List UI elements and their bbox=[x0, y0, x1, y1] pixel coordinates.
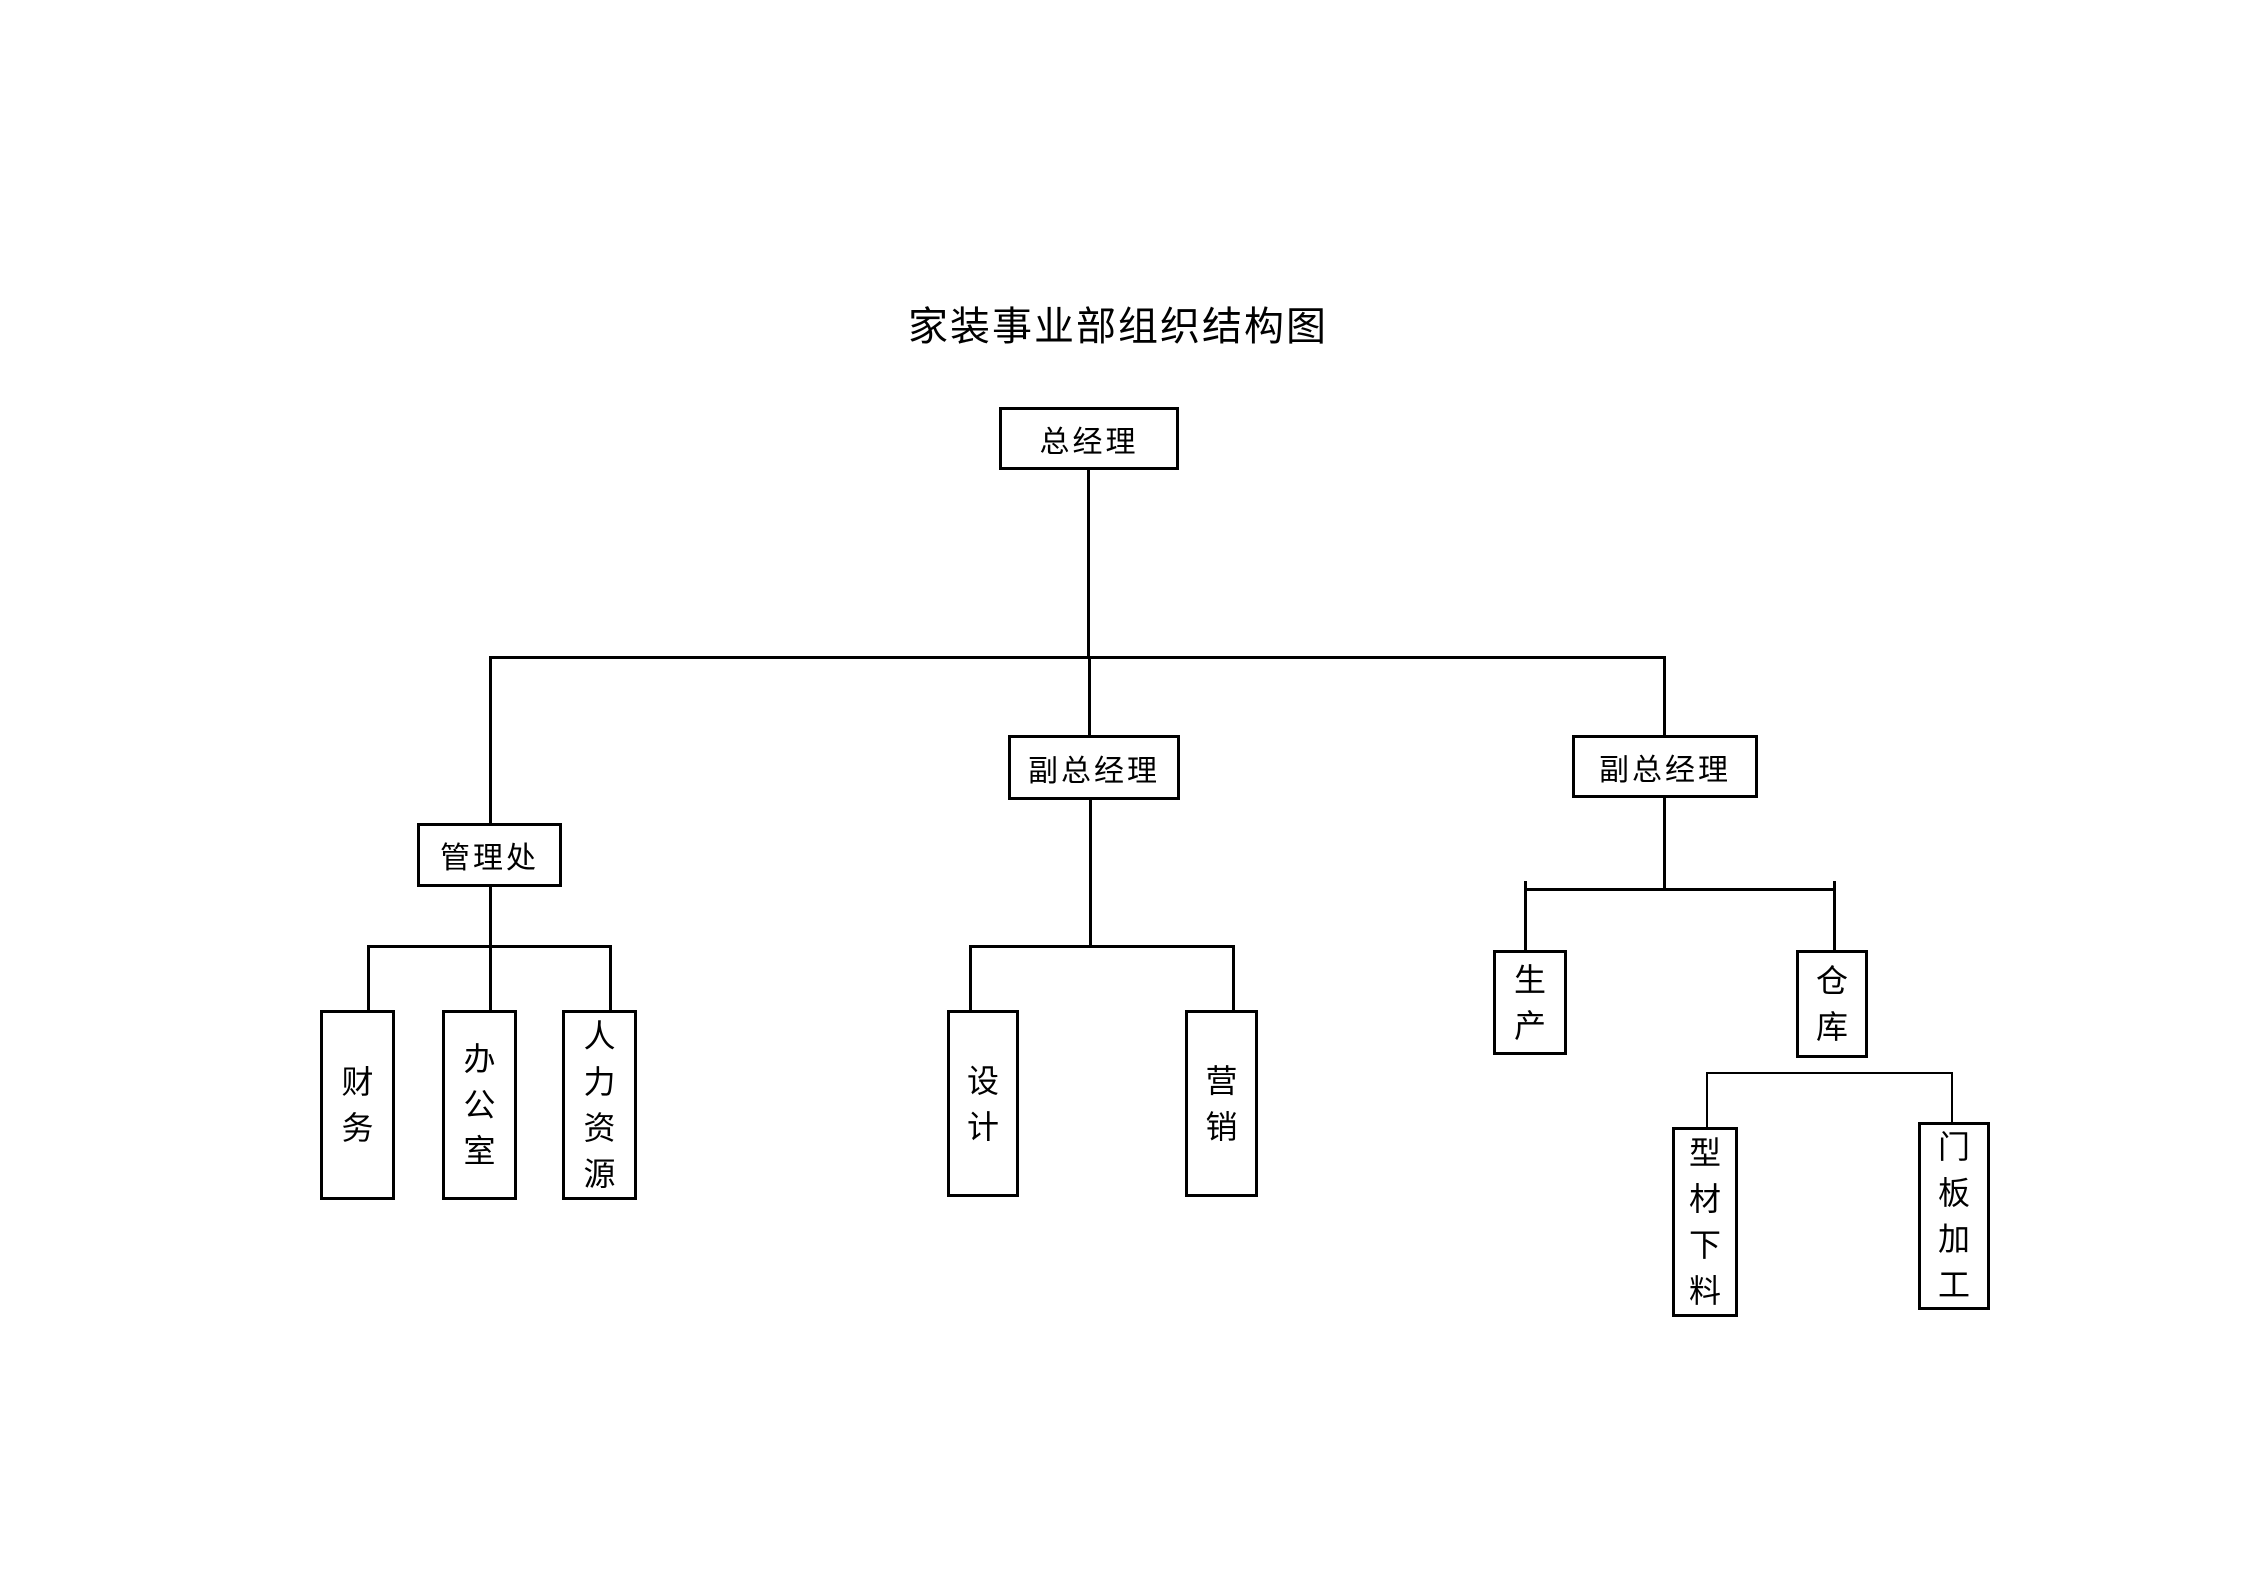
node-door-panel-processing-label: 门板加工 bbox=[1937, 1129, 1970, 1303]
line-vgm2-down bbox=[1663, 798, 1666, 889]
line-center-bar bbox=[969, 945, 1235, 948]
node-design-label: 设计 bbox=[966, 1062, 999, 1145]
node-production: 生产 bbox=[1493, 950, 1567, 1055]
node-deputy-general-manager-2-label: 副总经理 bbox=[1599, 753, 1731, 787]
line-drop-warehouse bbox=[1833, 881, 1836, 950]
line-drop-hr bbox=[609, 945, 612, 1010]
line-main-bar bbox=[489, 656, 1666, 659]
node-human-resources: 人力资源 bbox=[562, 1010, 637, 1200]
line-drop-door-panel bbox=[1951, 1072, 1953, 1122]
node-general-manager: 总经理 bbox=[999, 407, 1179, 470]
line-mgmt-down bbox=[489, 887, 492, 947]
line-drop-finance bbox=[367, 945, 370, 1010]
node-profile-cutting: 型材下料 bbox=[1672, 1127, 1738, 1317]
node-finance-label: 财务 bbox=[341, 1064, 374, 1146]
node-door-panel-processing: 门板加工 bbox=[1918, 1122, 1990, 1310]
node-general-manager-label: 总经理 bbox=[1039, 425, 1139, 459]
line-warehouse-bar bbox=[1706, 1072, 1953, 1074]
node-production-label: 生产 bbox=[1513, 961, 1546, 1044]
line-vgm1-down bbox=[1089, 800, 1092, 947]
line-drop-production bbox=[1524, 881, 1527, 950]
node-finance: 财务 bbox=[320, 1010, 395, 1200]
line-drop-marketing bbox=[1232, 945, 1235, 1010]
line-right-bar bbox=[1524, 888, 1836, 891]
node-management-office-label: 管理处 bbox=[440, 842, 539, 875]
line-drop-mgmt bbox=[489, 656, 492, 823]
node-marketing-label: 营销 bbox=[1205, 1062, 1238, 1145]
line-gm-down bbox=[1087, 470, 1090, 657]
node-deputy-general-manager-2: 副总经理 bbox=[1572, 735, 1758, 798]
node-human-resources-label: 人力资源 bbox=[583, 1018, 616, 1192]
node-profile-cutting-label: 型材下料 bbox=[1688, 1135, 1721, 1309]
node-marketing: 营销 bbox=[1185, 1010, 1258, 1197]
line-drop-office bbox=[489, 945, 492, 1010]
line-drop-design bbox=[969, 945, 972, 1010]
node-office-label: 办公室 bbox=[463, 1041, 496, 1169]
node-warehouse-label: 仓库 bbox=[1815, 963, 1848, 1045]
node-design: 设计 bbox=[947, 1010, 1019, 1197]
line-drop-vgm1 bbox=[1088, 656, 1091, 735]
node-warehouse: 仓库 bbox=[1796, 950, 1868, 1058]
node-office: 办公室 bbox=[442, 1010, 517, 1200]
chart-title: 家装事业部组织结构图 bbox=[908, 304, 1328, 349]
node-deputy-general-manager-1: 副总经理 bbox=[1008, 735, 1180, 800]
node-management-office: 管理处 bbox=[417, 823, 562, 887]
node-deputy-general-manager-1-label: 副总经理 bbox=[1028, 754, 1160, 788]
line-drop-profile-cutting bbox=[1706, 1072, 1708, 1127]
line-drop-vgm2 bbox=[1663, 656, 1666, 735]
